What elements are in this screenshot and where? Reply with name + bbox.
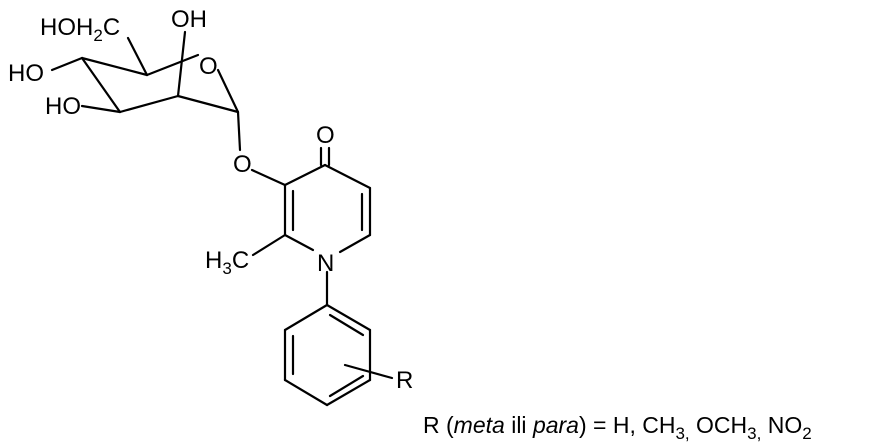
bond-ph-inner-3 xyxy=(328,313,365,337)
bond-ph6-ph1 xyxy=(325,303,372,332)
bond-c3-c4 xyxy=(283,163,327,187)
label-ch2oh: HOH2C xyxy=(40,14,120,45)
pyridinone-ring xyxy=(250,146,372,307)
bond-c4-ho xyxy=(50,56,84,72)
bond-c1-c2 xyxy=(176,94,240,114)
substituent-caption: R (meta ili para) = H, CH3, OCH3, NO2 xyxy=(423,412,812,443)
label-glyco-o: O xyxy=(233,151,252,178)
bond-c4-c5 xyxy=(80,56,149,77)
label-methyl: H3C xyxy=(205,247,249,278)
bond-c6-n xyxy=(338,233,372,254)
bond-r-substituent xyxy=(343,363,394,380)
bond-n-c2 xyxy=(283,233,315,252)
bond-c2-methyl xyxy=(251,233,287,257)
label-r: R xyxy=(396,367,413,394)
bond-c1-glyco-o xyxy=(236,110,242,152)
bond-c3-ho xyxy=(80,104,122,114)
bond-ph1-ph2 xyxy=(283,303,329,332)
phenyl-ring xyxy=(283,303,394,407)
bond-c3-c4 xyxy=(80,56,122,114)
atom-labels: HOH2C OH O HO HO O O H3C N R xyxy=(8,6,413,394)
bond-c5-ch2oh xyxy=(126,36,149,77)
label-keto-o: O xyxy=(316,122,335,149)
bond-glyco-o-c3 xyxy=(250,168,287,187)
bond-ph4-ph5 xyxy=(325,378,372,407)
bond-c2-oh xyxy=(176,30,187,98)
sugar-ring xyxy=(50,30,242,152)
label-ho-lower: HO xyxy=(45,93,81,120)
bond-c5-ring-o xyxy=(145,53,200,77)
label-ho-left: HO xyxy=(8,60,44,87)
label-ring-n: N xyxy=(317,250,334,277)
label-ring-o: O xyxy=(199,53,218,80)
label-oh-top: OH xyxy=(171,6,207,33)
bond-c4-c5 xyxy=(323,163,372,190)
bond-ph-inner-2 xyxy=(328,374,365,398)
bond-ph3-ph4 xyxy=(283,378,329,407)
bond-ring-o-c1 xyxy=(216,68,240,114)
bond-c2-c3 xyxy=(118,94,180,114)
